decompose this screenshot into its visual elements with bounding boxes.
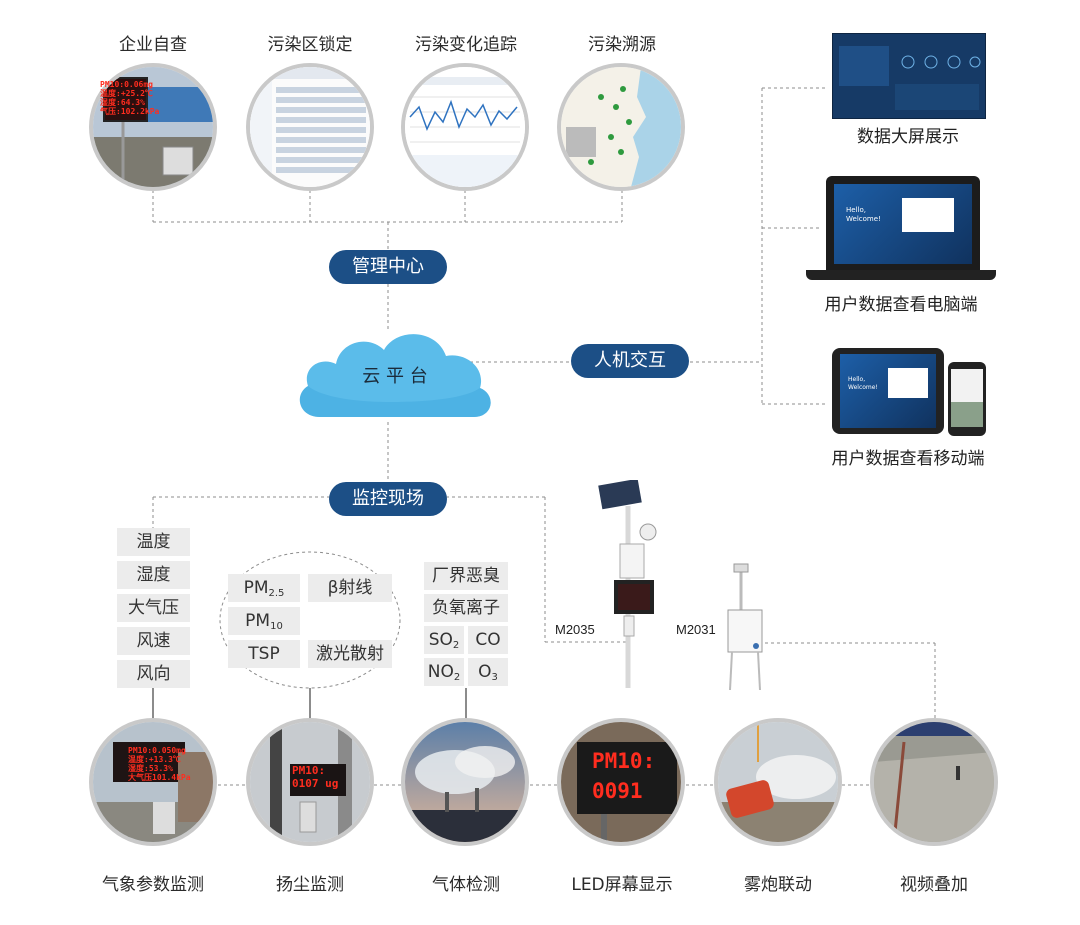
management-center-label: 管理中心	[329, 250, 447, 284]
tag-co: CO	[468, 626, 508, 654]
pc-view-label: 用户数据查看电脑端	[824, 295, 978, 315]
monitoring-site-label: 监控现场	[329, 482, 447, 516]
enterprise-check-photo	[89, 63, 217, 191]
model-m2035-label: M2035	[555, 622, 595, 637]
m2031-device-image	[727, 563, 763, 691]
feature-title-enterprise-check: 企业自查	[119, 35, 187, 55]
tag-beta-ray: β射线	[308, 574, 392, 602]
human-interaction-label: 人机交互	[571, 344, 689, 378]
led-display-text: PM10:0091	[592, 749, 656, 803]
tag-temperature: 温度	[117, 528, 190, 556]
source-tracing-map	[557, 63, 685, 191]
feature-title-change-tracking: 污染变化追踪	[415, 35, 517, 55]
tag-laser-scatter: 激光散射	[308, 640, 392, 668]
zone-lock-screenshot	[246, 63, 374, 191]
tag-tsp: TSP	[228, 640, 300, 668]
dust-monitoring-photo	[246, 718, 374, 846]
laptop-image: Hello, Welcome!	[826, 176, 980, 270]
feature-title-zone-lock: 污染区锁定	[267, 35, 353, 55]
tablet-welcome-text: Hello, Welcome!	[848, 376, 878, 391]
dashboard-display-label: 数据大屏展示	[857, 127, 959, 147]
feature-title-weather: 气象参数监测	[102, 875, 204, 895]
tablet-image: Hello, Welcome!	[832, 348, 944, 434]
feature-title-dust: 扬尘监测	[276, 875, 344, 895]
tag-odor: 厂界恶臭	[424, 562, 508, 590]
phone-image	[948, 362, 986, 436]
laptop-base	[806, 270, 996, 280]
tag-wind-direction: 风向	[117, 660, 190, 688]
tag-wind-speed: 风速	[117, 627, 190, 655]
dust-led-text: PM10:0107 ug	[292, 764, 339, 790]
model-m2031-label: M2031	[676, 622, 716, 637]
weather-monitoring-photo	[89, 718, 217, 846]
mobile-view-label: 用户数据查看移动端	[831, 449, 985, 469]
tag-air-pressure: 大气压	[117, 594, 190, 622]
dashboard-screen-image	[832, 33, 986, 119]
tag-negative-ions: 负氧离子	[424, 594, 508, 622]
feature-title-gas: 气体检测	[432, 875, 500, 895]
tag-o3: O3	[468, 658, 508, 686]
feature-title-fog-cannon: 雾炮联动	[744, 875, 812, 895]
fog-cannon-photo	[714, 718, 842, 846]
change-tracking-chart	[401, 63, 529, 191]
feature-title-source-tracing: 污染溯源	[588, 35, 656, 55]
cloud-icon	[299, 334, 491, 417]
laptop-welcome-text: Hello, Welcome!	[846, 206, 881, 223]
feature-title-led: LED屏幕显示	[571, 875, 673, 895]
tag-pm25: PM2.5	[228, 574, 300, 602]
tag-pm10: PM10	[228, 607, 300, 635]
tag-humidity: 湿度	[117, 561, 190, 589]
tag-so2: SO2	[424, 626, 464, 654]
video-overlay-photo	[870, 718, 998, 846]
m2035-device-image	[598, 480, 657, 688]
gas-detection-photo	[401, 718, 529, 846]
tag-no2: NO2	[424, 658, 464, 686]
feature-title-video: 视频叠加	[900, 875, 968, 895]
led-display-photo	[557, 718, 685, 846]
cloud-platform-label: 云 平 台	[362, 366, 428, 387]
